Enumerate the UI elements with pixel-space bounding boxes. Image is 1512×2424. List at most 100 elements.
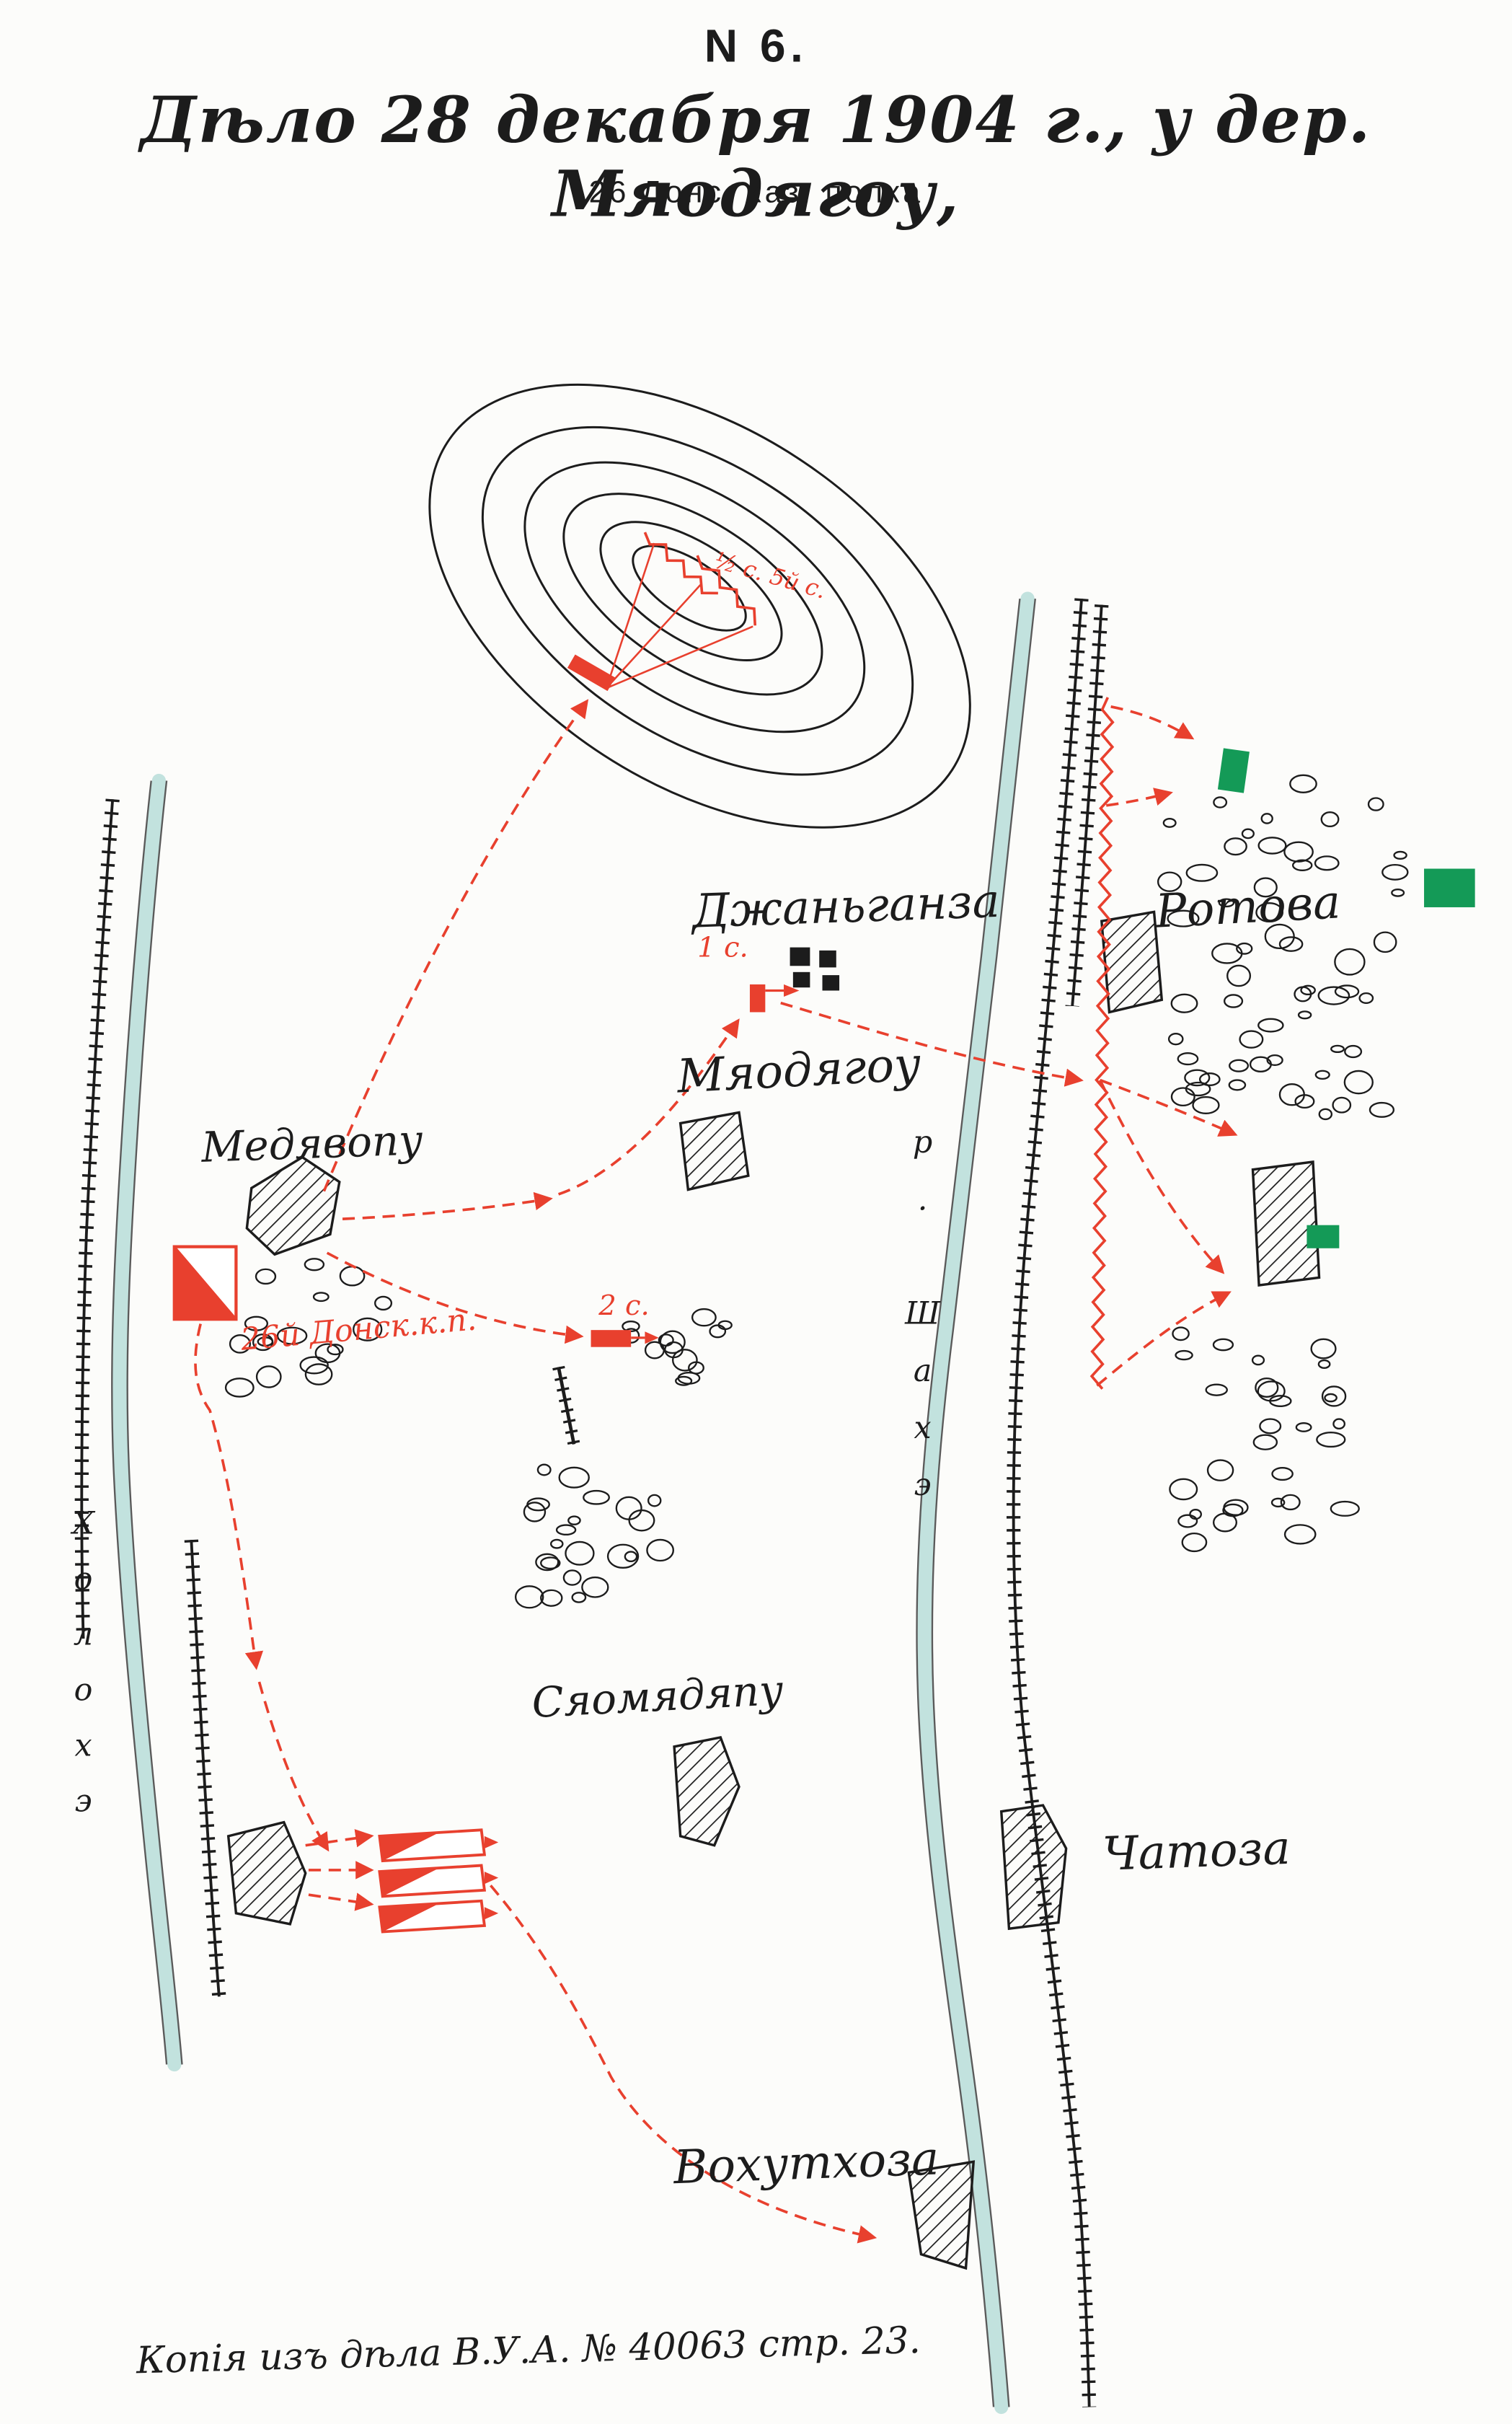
tree-mark bbox=[1321, 1385, 1347, 1407]
tree-mark bbox=[1206, 1459, 1234, 1481]
tree-mark bbox=[1229, 1059, 1250, 1072]
tree-mark bbox=[1185, 1081, 1211, 1097]
tree-mark bbox=[1162, 817, 1177, 828]
tree-mark bbox=[1295, 1422, 1312, 1432]
green-unit-east bbox=[1424, 868, 1475, 907]
label-sotnia-1: 1 с. bbox=[697, 932, 748, 965]
label-sotnia-2: 2 с. bbox=[598, 1290, 650, 1323]
arrow-line-e-1 bbox=[1100, 1078, 1238, 1137]
squadron-bar bbox=[378, 1864, 499, 1898]
tree-mark bbox=[1184, 1069, 1211, 1087]
tree-mark bbox=[1330, 1500, 1360, 1517]
tree-mark bbox=[671, 1349, 698, 1372]
arrow-line-e-3 bbox=[1096, 1291, 1232, 1387]
tree-mark bbox=[1264, 923, 1295, 950]
tree-mark bbox=[628, 1509, 655, 1532]
arrow-squadron-1 bbox=[305, 1829, 374, 1848]
tree-mark bbox=[1334, 948, 1366, 976]
scrub-near-medyavopu bbox=[224, 1258, 393, 1398]
tree-mark bbox=[675, 1375, 693, 1386]
tree-mark bbox=[567, 1515, 581, 1525]
label-village-medyavopu: Медявопу bbox=[200, 1116, 424, 1173]
orchard-rotova bbox=[1157, 774, 1409, 1121]
tree-mark bbox=[514, 1585, 544, 1609]
tree-mark bbox=[1373, 931, 1397, 953]
tree-mark bbox=[1223, 994, 1244, 1008]
tree-mark bbox=[374, 1295, 393, 1311]
tree-mark bbox=[1324, 1393, 1338, 1403]
tree-mark bbox=[1212, 1338, 1234, 1352]
tree-mark bbox=[659, 1330, 686, 1354]
label-village-dzhanganza: Джаньганза bbox=[691, 875, 1001, 940]
wall-segment bbox=[559, 1367, 574, 1445]
firing-line-right bbox=[1089, 697, 1115, 1390]
tree-mark bbox=[1170, 1087, 1195, 1107]
tree-mark bbox=[1222, 1503, 1244, 1517]
tree-mark bbox=[1260, 813, 1273, 824]
tree-mark bbox=[276, 1326, 308, 1345]
tree-mark bbox=[1278, 1083, 1305, 1106]
green-units bbox=[1217, 748, 1475, 1248]
tree-mark bbox=[1241, 828, 1255, 839]
tree-mark bbox=[1228, 1079, 1247, 1091]
tree-mark bbox=[1270, 1497, 1286, 1508]
tree-mark bbox=[1223, 1499, 1249, 1516]
arrow-south-1 bbox=[194, 1323, 264, 1670]
tree-mark bbox=[1167, 909, 1200, 927]
tree-mark bbox=[1157, 871, 1182, 892]
tree-mark bbox=[581, 1576, 609, 1598]
squadron-bars bbox=[378, 1828, 499, 1934]
tree-mark bbox=[1236, 942, 1253, 955]
tree-mark bbox=[1391, 888, 1405, 897]
tree-mark bbox=[1332, 1096, 1352, 1114]
tree-mark bbox=[536, 1463, 552, 1476]
tree-mark bbox=[1198, 1072, 1221, 1087]
tree-mark bbox=[1271, 1467, 1294, 1481]
tree-mark bbox=[224, 1378, 255, 1398]
river-left-course bbox=[111, 781, 183, 2065]
tree-mark bbox=[255, 1268, 277, 1285]
scrub-center bbox=[514, 1463, 674, 1609]
tree-mark bbox=[1253, 877, 1278, 898]
tree-mark bbox=[1334, 984, 1360, 999]
hill-sortie-lines bbox=[605, 542, 753, 689]
tree-mark bbox=[304, 1363, 333, 1385]
tree-mark bbox=[540, 1556, 561, 1570]
tree-mark bbox=[1169, 1478, 1198, 1501]
tree-mark bbox=[312, 1292, 330, 1303]
tree-mark bbox=[1320, 811, 1340, 828]
villages bbox=[226, 910, 1321, 2270]
tree-mark bbox=[615, 1496, 642, 1520]
map-subtitle: 26 Донс. каз. полка bbox=[588, 175, 924, 210]
tree-mark bbox=[583, 1489, 610, 1505]
tree-mark bbox=[1181, 1532, 1208, 1553]
squadron-bar bbox=[378, 1899, 499, 1934]
tree-mark bbox=[644, 1341, 665, 1359]
tree-mark bbox=[1369, 1101, 1395, 1118]
tree-mark bbox=[709, 1324, 727, 1339]
tree-mark bbox=[1297, 1010, 1312, 1020]
tree-mark bbox=[244, 1315, 269, 1331]
tree-mark bbox=[1257, 837, 1287, 855]
arrow-line-ne-2 bbox=[1105, 788, 1173, 807]
tree-mark bbox=[1291, 859, 1313, 872]
tree-mark bbox=[299, 1356, 329, 1375]
tree-mark bbox=[535, 1553, 560, 1572]
unit-hill-symbol bbox=[567, 654, 616, 692]
arrow-line-e-2 bbox=[1099, 1079, 1225, 1274]
village-myaodyagou-shape bbox=[678, 1111, 750, 1191]
arrow-squadron-3 bbox=[308, 1892, 374, 1911]
village-dzhanganza-blocks bbox=[790, 947, 840, 991]
tree-mark bbox=[1278, 936, 1304, 952]
hill-trench-1 bbox=[643, 532, 718, 595]
tree-mark bbox=[1300, 984, 1316, 996]
squadron-bar bbox=[378, 1828, 499, 1863]
movement-arrows bbox=[194, 699, 1238, 2244]
tree-mark bbox=[1255, 902, 1283, 923]
tree-mark bbox=[1316, 1432, 1346, 1448]
tree-mark bbox=[1314, 855, 1340, 871]
unit-sotnia2-symbol bbox=[591, 1330, 659, 1347]
tree-mark bbox=[1177, 1052, 1199, 1066]
green-unit-north bbox=[1217, 748, 1250, 793]
railroad-right bbox=[1014, 599, 1089, 2407]
